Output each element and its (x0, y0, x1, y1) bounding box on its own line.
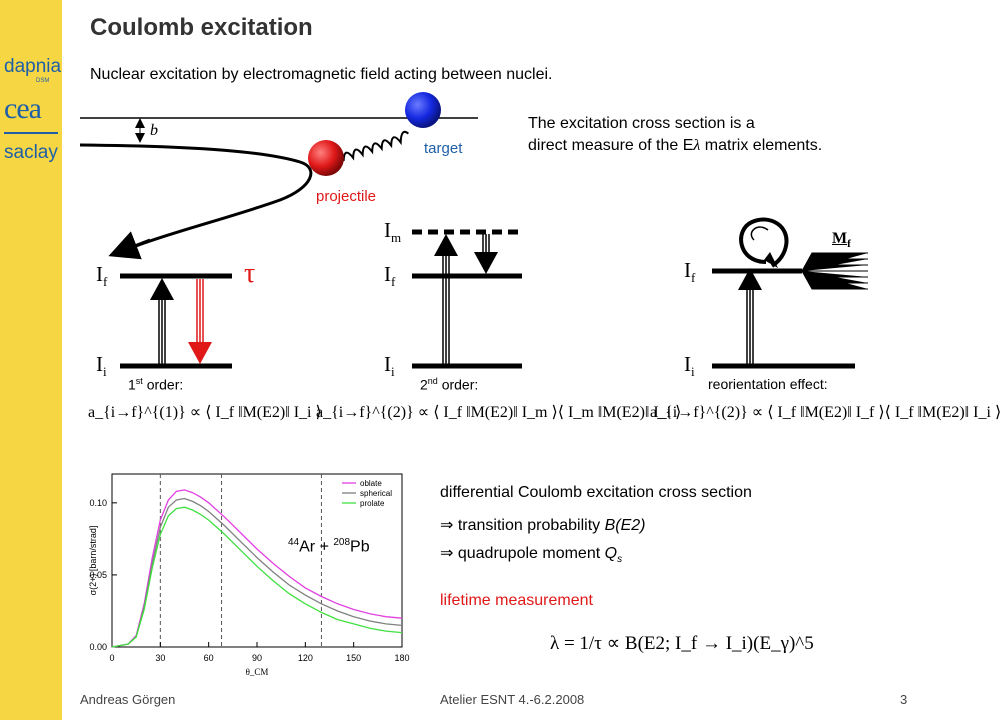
chart-series-oblate (111, 489, 403, 648)
chart-legend-label: spherical (360, 489, 392, 498)
level-if-label-3: If (684, 258, 696, 286)
cross-section-line1: The excitation cross section is a (528, 115, 755, 132)
reorientation-formula: a_{i→f}^{(2)} ∝ ⟨ I_f ‖M(E2)‖ I_f ⟩⟨ I_f… (650, 404, 1001, 421)
cross-section-line2: direct measure of the Eλ matrix elements… (528, 137, 822, 155)
projectile-trajectory (79, 143, 313, 254)
target-nucleus (405, 92, 441, 128)
slide-subtitle: Nuclear excitation by electromagnetic fi… (90, 66, 553, 83)
cross-section-suffix: matrix elements. (700, 137, 823, 154)
results-line2: ⇒ transition probability B(E2) (440, 517, 646, 534)
excitation-arrow-1 (150, 278, 174, 364)
chart-xtick-label: 90 (252, 653, 262, 663)
first-order-label: 1st order: (128, 376, 184, 393)
footer-author: Andreas Görgen (80, 692, 176, 707)
chart-ytick-label: 0.05 (89, 570, 107, 580)
saclay-logo: saclay (4, 142, 58, 163)
sidebar: dapnia DSM cea saclay (0, 0, 62, 720)
chart-xtick-label: 0 (109, 653, 114, 663)
level-if-label-2: If (384, 262, 396, 290)
reaction-label: 44Ar + 208Pb (288, 537, 370, 556)
second-order-formula: a_{i→f}^{(2)} ∝ ⟨ I_f ‖M(E2)‖ I_m ⟩⟨ I_m… (316, 404, 682, 421)
chart-xtick-label: 30 (155, 653, 165, 663)
logo-divider (4, 132, 58, 134)
lifetime-tau: τ (244, 258, 256, 289)
dsm-logo-small: DSM (36, 78, 50, 84)
physics-diagram (79, 92, 868, 369)
level-if-label-1: If (96, 262, 108, 290)
implies-arrow-icon: ⇒ (440, 517, 454, 534)
reorientation-label: reorientation effect: (708, 376, 828, 392)
chart-ytick-label: 0.00 (89, 642, 107, 652)
chart-xlabel: θ_CM (246, 667, 269, 677)
substate-fan (801, 252, 868, 290)
interaction-spring (342, 130, 409, 161)
level-im-label-2: Im (384, 218, 402, 246)
chart-legend-label: prolate (360, 499, 385, 508)
decay-arrow-1 (188, 279, 212, 364)
chart-legend-label: oblate (360, 479, 382, 488)
footer-event: Atelier ESNT 4.-6.2.2008 (440, 692, 585, 707)
implies-arrow-icon: ⇒ (440, 545, 454, 562)
reorientation-loop-icon (739, 217, 789, 268)
excitation-arrow-2a (434, 234, 458, 364)
chart-xtick-label: 60 (204, 653, 214, 663)
substate-mf-label: Mf (832, 230, 851, 251)
excitation-arrow-2b (474, 234, 498, 274)
chart-series-spherical (111, 497, 403, 648)
results-line3: ⇒ quadrupole moment Qs (440, 545, 623, 566)
results-line1: differential Coulomb excitation cross se… (440, 484, 752, 501)
projectile-label: projectile (316, 188, 377, 205)
chart-series-prolate (111, 506, 403, 648)
lifetime-measurement: lifetime measurement (440, 592, 593, 609)
lambda-symbol: λ (693, 137, 701, 154)
chart-xtick-label: 150 (346, 653, 361, 663)
first-order-formula: a_{i→f}^{(1)} ∝ ⟨ I_f ‖M(E2)‖ I_i ⟩ (88, 404, 322, 421)
excitation-arrow-3 (738, 268, 762, 364)
lifetime-formula: λ = 1/τ ∝ B(E2; I_f → I_i)(E_γ)^5 (550, 633, 814, 654)
impact-parameter-label: b (150, 122, 158, 139)
chart-xtick-label: 120 (298, 653, 313, 663)
trajectory-arrow (108, 231, 151, 260)
level-ii-label-1: Ii (96, 352, 107, 380)
cea-logo: cea (4, 92, 42, 125)
chart-frame (111, 473, 403, 648)
projectile-nucleus (308, 140, 344, 176)
second-order-label: 2nd order: (420, 376, 479, 393)
cross-section-prefix: direct measure of the E (528, 137, 694, 154)
dapnia-logo: dapnia (4, 56, 62, 77)
target-label: target (424, 140, 463, 157)
chart-ytick-label: 0.10 (89, 498, 107, 508)
chart-xtick-label: 180 (394, 653, 409, 663)
chart-ylabel: σ(2+) [barn/strad] (88, 526, 98, 596)
level-ii-label-3: Ii (684, 352, 695, 380)
slide-title: Coulomb excitation (90, 14, 313, 41)
level-ii-label-2: Ii (384, 352, 395, 380)
footer-page: 3 (900, 692, 908, 707)
cross-section-chart: 0 30 60 90 120 150 180 0.00 0.05 0.10 θ_CM σ(2+) [b… (88, 473, 410, 677)
